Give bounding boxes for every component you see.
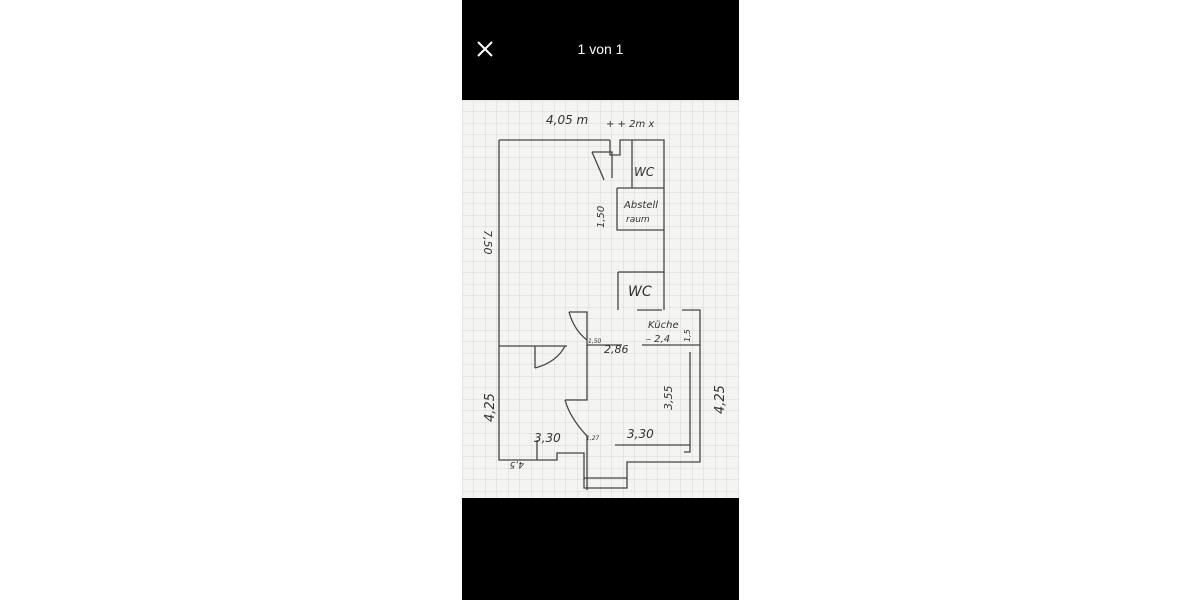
label-door-width: 2,86 [604, 343, 629, 356]
page-counter: 1 von 1 [577, 41, 624, 57]
label-left-height: 7,50 [481, 230, 494, 255]
close-icon[interactable] [474, 38, 496, 60]
label-left-lower: 4,25 [483, 393, 498, 422]
label-wc-upper: WC [634, 165, 655, 179]
label-top-width2: + + 2m x [606, 119, 654, 130]
label-door-small: 1,50 [588, 338, 602, 345]
viewer-top-bar: 1 von 1 [462, 0, 739, 100]
label-wc-lower: WC [628, 284, 652, 300]
floor-plan-walls [498, 139, 701, 490]
label-corner: 4,5 [509, 459, 524, 469]
floor-plan-photo[interactable]: 4,05 m + + 2m x WC Abstell raum 1,50 7,5… [462, 100, 739, 498]
label-top-width: 4,05 m [546, 113, 588, 127]
image-viewer: 1 von 1 4,0 [462, 0, 739, 600]
label-kitchen-side: 1,5 [683, 329, 692, 342]
label-right-lower: 4,25 [713, 385, 728, 414]
label-storage-dim: 1,50 [596, 206, 607, 228]
label-kitchen-dim: – 2,4 [646, 334, 670, 345]
label-room-height: 3,55 [662, 386, 675, 411]
label-storage-1: Abstell [623, 200, 658, 211]
label-kitchen: Küche [648, 320, 679, 331]
label-bottom-left: 3,30 [534, 431, 561, 445]
grid-paper [462, 100, 739, 498]
label-bottom-mid: 1,27 [586, 435, 600, 442]
label-storage-2: raum [626, 215, 650, 225]
label-bottom-right: 3,30 [627, 427, 654, 441]
floor-plan-labels: 4,05 m + + 2m x WC Abstell raum 1,50 7,5… [481, 113, 728, 469]
